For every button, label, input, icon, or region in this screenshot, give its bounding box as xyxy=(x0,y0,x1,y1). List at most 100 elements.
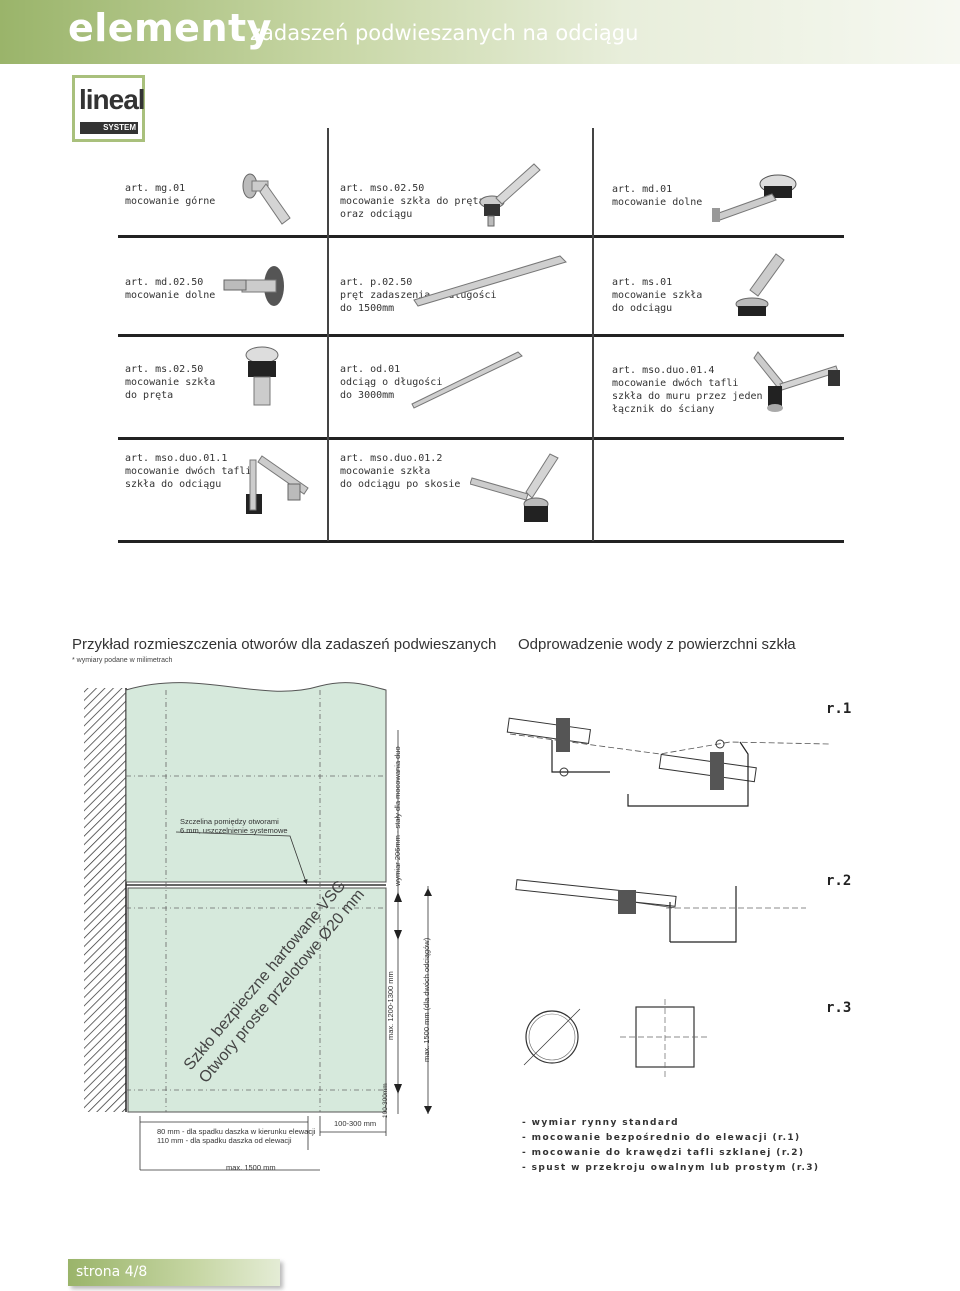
product-image-ms01 xyxy=(735,253,785,316)
item-desc: mocowanie dolne xyxy=(612,197,703,208)
col-divider xyxy=(327,438,329,541)
item-desc: mocowanie szkła xyxy=(340,466,431,477)
item-desc: do odciągu xyxy=(612,303,673,314)
drainage-note: - mocowanie bezpośrednio do elewacji (r.… xyxy=(522,1133,801,1143)
item-desc: do 3000mm xyxy=(340,390,395,401)
item-code: art. mso.duo.01.1 xyxy=(125,453,228,464)
glass-layout-diagram xyxy=(84,682,432,1171)
item-desc: oraz odciągu xyxy=(340,209,413,220)
item-desc: mocowanie dolne xyxy=(125,290,216,301)
header-subtitle: zadaszeń podwieszanych na odciągu xyxy=(250,21,639,45)
col-divider xyxy=(592,128,594,236)
catalog-item: art. mso.duo.01.1 mocowanie dwóch tafli … xyxy=(125,452,251,491)
item-desc: mocowanie szkła xyxy=(125,377,216,388)
item-code: art. mso.duo.01.2 xyxy=(340,453,443,464)
item-code: art. p.02.50 xyxy=(340,277,413,288)
catalog-item: art. p.02.50 pręt zadaszenia o długości … xyxy=(340,276,497,315)
page-number: strona 4/8 xyxy=(76,1264,148,1280)
r1-label: r.1 xyxy=(826,701,852,717)
product-image-md01 xyxy=(712,174,797,222)
r2-gutter-drawing xyxy=(515,879,806,943)
left-section-title: Przykład rozmieszczenia otworów dla zada… xyxy=(72,636,497,653)
drainage-notes: - wymiar rynny standard - mocowanie bezp… xyxy=(522,1116,819,1176)
catalog-item: art. ms.01 mocowanie szkła do odciągu xyxy=(612,276,702,315)
row-divider xyxy=(118,540,844,543)
page-number-badge: strona 4/8 xyxy=(68,1259,280,1286)
item-code: art. ms.02.50 xyxy=(125,364,204,375)
dim-bottom-line: 80 mm - dla spadku daszka w kierunku ele… xyxy=(157,1127,316,1136)
row-divider xyxy=(118,334,844,337)
dim-max-width: max. 1500 mm xyxy=(226,1163,276,1172)
item-desc: szkła do muru przez jeden xyxy=(612,391,763,402)
r2-label: r.2 xyxy=(826,873,852,889)
gap-label: Szczelina pomiędzy otworami 6 mm, uszcze… xyxy=(180,817,288,835)
dim-max-1500-two: max. 1500 mm (dla dwóch odciągów) xyxy=(422,937,431,1062)
product-image-od01 xyxy=(411,351,523,409)
item-desc: odciąg o długości xyxy=(340,377,443,388)
dim-bottom-line: 110 mm - dla spadku daszka od elewacji xyxy=(157,1136,292,1145)
gap-label-line: Szczelina pomiędzy otworami xyxy=(180,817,279,826)
item-code: art. mg.01 xyxy=(125,183,186,194)
catalog-item: art. mso.02.50 mocowanie szkła do pręta … xyxy=(340,182,485,221)
catalog-item: art. md.02.50 mocowanie dolne xyxy=(125,276,215,302)
item-desc: do pręta xyxy=(125,390,174,401)
logo-word: lineal xyxy=(79,84,146,115)
product-image-md0250 xyxy=(223,266,284,306)
item-desc: łącznik do ściany xyxy=(612,404,715,415)
page-header: elementy zadaszeń podwieszanych na odcią… xyxy=(0,0,960,64)
catalog-item: art. mso.duo.01.4 mocowanie dwóch tafli … xyxy=(612,364,763,416)
right-section-title: Odprowadzenie wody z powierzchni szkła xyxy=(518,636,796,653)
r1-gutter-drawing xyxy=(506,717,831,807)
product-image-msoduo014 xyxy=(753,351,840,412)
product-image-msoduo011 xyxy=(246,455,309,514)
col-divider xyxy=(592,335,594,438)
drainage-note: - mocowanie do krawędzi tafli szklanej (… xyxy=(522,1148,805,1158)
catalog-item: art. md.01 mocowanie dolne xyxy=(612,183,702,209)
item-code: art. mso.02.50 xyxy=(340,183,425,194)
row-divider xyxy=(118,235,844,238)
item-desc: do 1500mm xyxy=(340,303,395,314)
catalog-item: art. mg.01 mocowanie górne xyxy=(125,182,215,208)
header-title: elementy xyxy=(68,6,272,50)
item-desc: szkła do odciągu xyxy=(125,479,222,490)
item-desc: pręt zadaszenia o długości xyxy=(340,290,497,301)
col-divider xyxy=(327,236,329,335)
lineal-logo: lineal SYSTEM xyxy=(72,75,146,142)
product-image-msoduo012 xyxy=(470,453,559,522)
catalog-item: art. ms.02.50 mocowanie szkła do pręta xyxy=(125,363,215,402)
item-code: art. ms.01 xyxy=(612,277,673,288)
row-divider xyxy=(118,437,844,440)
logo-system: SYSTEM xyxy=(80,122,138,134)
gap-label-line: 6 mm, uszczelnienie systemowe xyxy=(180,826,288,835)
dim-100-300-vertical: 100-300mm xyxy=(382,1083,389,1118)
item-desc: do odciągu po skosie xyxy=(340,479,461,490)
dim-bottom-label: 80 mm - dla spadku daszka w kierunku ele… xyxy=(157,1127,315,1145)
units-note: * wymiary podane w milimetrach xyxy=(72,657,173,664)
item-desc: mocowanie dwóch tafli xyxy=(612,378,739,389)
product-image-mso0250 xyxy=(479,163,541,227)
col-divider xyxy=(327,128,329,236)
item-code: art. mso.duo.01.4 xyxy=(612,365,715,376)
catalog-item: art. od.01 odciąg o długości do 3000mm xyxy=(340,363,442,402)
dim-max-1200-1300: max. 1200-1300 mm xyxy=(386,971,395,1040)
item-desc: mocowanie szkła xyxy=(612,290,703,301)
col-divider xyxy=(592,438,594,541)
product-image-ms0250 xyxy=(245,346,279,406)
item-code: art. md.02.50 xyxy=(125,277,204,288)
product-image-mg01 xyxy=(242,173,291,225)
r3-label: r.3 xyxy=(826,1000,852,1016)
item-desc: mocowanie szkła do pręta xyxy=(340,196,485,207)
item-code: art. md.01 xyxy=(612,184,673,195)
dim-fixed-206: wymiar 206mm - stały dla mocowania duo xyxy=(393,746,402,886)
item-code: art. od.01 xyxy=(340,364,401,375)
item-desc: mocowanie górne xyxy=(125,196,216,207)
drainage-note: - spust w przekroju owalnym lub prostym … xyxy=(522,1163,820,1173)
drainage-note: - wymiar rynny standard xyxy=(522,1118,680,1128)
product-image-p0250 xyxy=(413,255,567,307)
col-divider xyxy=(592,236,594,335)
r3-drain-sections xyxy=(523,999,710,1077)
item-desc: mocowanie dwóch tafli xyxy=(125,466,252,477)
catalog-item: art. mso.duo.01.2 mocowanie szkła do odc… xyxy=(340,452,460,491)
col-divider xyxy=(327,335,329,438)
dim-100-300-horizontal: 100-300 mm xyxy=(334,1119,377,1128)
